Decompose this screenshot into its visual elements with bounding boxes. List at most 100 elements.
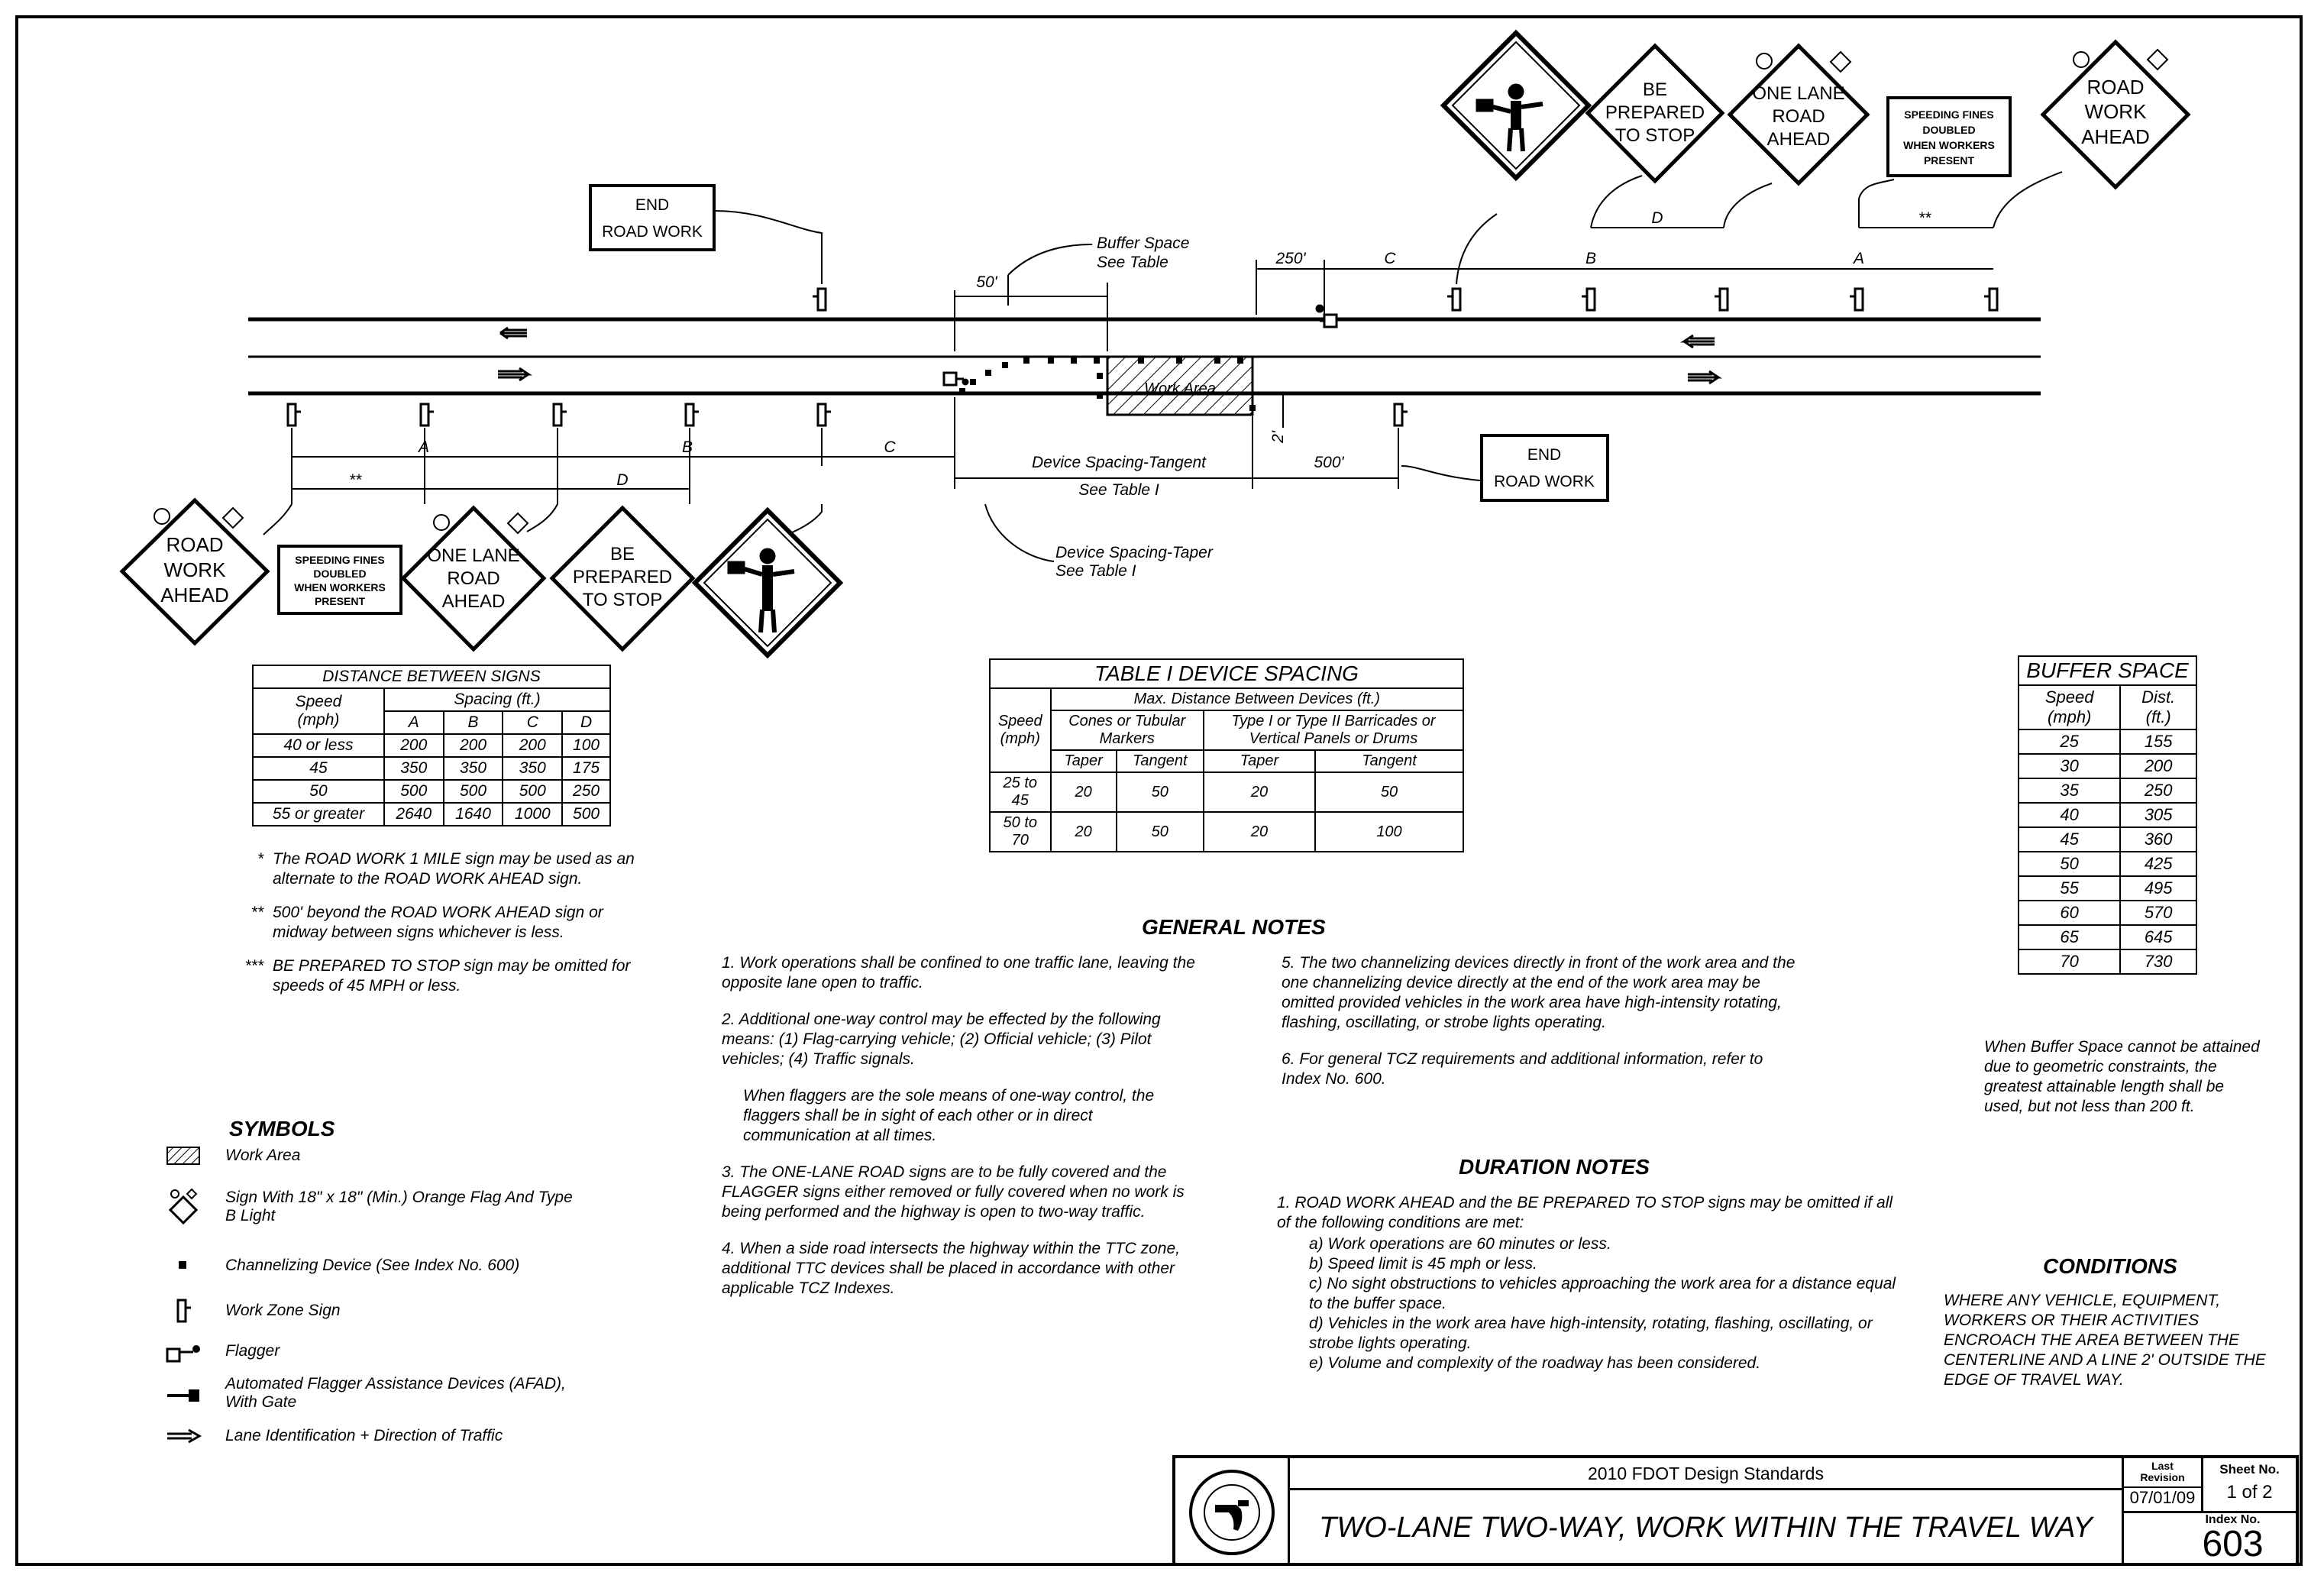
svg-text:ROAD WORK: ROAD WORK bbox=[1494, 473, 1595, 490]
sheet-title: TWO-LANE TWO-WAY, WORK WITHIN THE TRAVEL… bbox=[1290, 1490, 2124, 1566]
sign-road-work-ahead-bottom: ROAD WORK AHEAD bbox=[119, 497, 270, 646]
arrow-westbound-left bbox=[499, 326, 527, 340]
speed-header: Speed(mph) bbox=[989, 687, 1052, 773]
sign-one-lane-road-ahead-bottom: ONE LANE ROAD AHEAD bbox=[400, 505, 547, 652]
svg-text:AHEAD: AHEAD bbox=[160, 584, 229, 607]
hatch-icon bbox=[164, 1146, 202, 1166]
col-c: C bbox=[502, 710, 564, 735]
svg-text:ROAD: ROAD bbox=[2086, 76, 2144, 99]
sign-end-road-work-bottom: END ROAD WORK bbox=[1480, 434, 1609, 502]
fdot-seal-icon bbox=[1188, 1469, 1275, 1555]
dimension-lines-bottom bbox=[291, 393, 1399, 504]
sheet-number: Sheet No. 1 of 2 bbox=[2203, 1458, 2296, 1513]
svg-text:END: END bbox=[635, 196, 669, 214]
work-zone-sign-icon bbox=[164, 1299, 202, 1323]
sign-speeding-fines-bottom: SPEEDING FINES DOUBLED WHEN WORKERS PRES… bbox=[277, 545, 402, 615]
label-500: 500' bbox=[1314, 454, 1344, 471]
general-notes-right: 5. The two channelizing devices directly… bbox=[1282, 954, 1796, 1088]
fdot-seal bbox=[1175, 1458, 1290, 1566]
label-2ft: 2' bbox=[1269, 430, 1287, 444]
cones-header: Cones or Tubular Markers bbox=[1049, 710, 1204, 751]
svg-text:END: END bbox=[1527, 446, 1561, 464]
sign-end-road-work-top: END ROAD WORK bbox=[589, 184, 716, 251]
afad-gate-icon bbox=[164, 1380, 202, 1406]
symbol-work-area: Work Area bbox=[164, 1146, 300, 1166]
general-notes-title: GENERAL NOTES bbox=[1142, 915, 1326, 939]
channelizing-device-icon bbox=[164, 1258, 202, 1273]
flagger-icon bbox=[164, 1338, 202, 1364]
svg-text:TO STOP: TO STOP bbox=[1615, 125, 1695, 146]
dim-d-top: D bbox=[1651, 209, 1663, 227]
device-spacing-table: TABLE I DEVICE SPACING Speed(mph) Max. D… bbox=[989, 658, 1465, 852]
svg-text:ONE LANE: ONE LANE bbox=[427, 545, 519, 566]
index-number: Index No. 603 bbox=[2202, 1513, 2264, 1564]
svg-text:PRESENT: PRESENT bbox=[315, 595, 366, 607]
sign-with-flag-icon bbox=[164, 1188, 202, 1226]
symbol-sign-flag-light: Sign With 18" x 18" (Min.) Orange Flag A… bbox=[164, 1188, 577, 1226]
speed-header: Speed(mph) bbox=[252, 687, 385, 735]
sign-speeding-fines-top: SPEEDING FINES DOUBLED WHEN WORKERS PRES… bbox=[1886, 96, 2012, 177]
svg-text:ONE LANE: ONE LANE bbox=[1752, 83, 1844, 104]
symbol-channelizing-device: Channelizing Device (See Index No. 600) bbox=[164, 1257, 519, 1275]
work-area-label: Work Area bbox=[1144, 380, 1216, 397]
general-notes-left: 1. Work operations shall be confined to … bbox=[722, 954, 1195, 1297]
flagger-west bbox=[942, 371, 969, 387]
table-title: DISTANCE BETWEEN SIGNS bbox=[252, 665, 611, 689]
lane-arrow-icon bbox=[164, 1427, 202, 1445]
symbol-flagger: Flagger bbox=[164, 1338, 280, 1364]
symbol-afad: Automated Flagger Assistance Devices (AF… bbox=[164, 1375, 577, 1412]
col-a: A bbox=[383, 710, 444, 735]
dimension-lines-top bbox=[954, 227, 1993, 351]
table-title: TABLE I DEVICE SPACING bbox=[989, 658, 1464, 689]
sign-flagger-ahead-top bbox=[1440, 29, 1592, 182]
duration-notes-title: DURATION NOTES bbox=[1459, 1155, 1650, 1179]
symbol-lane-identification: Lane Identification + Direction of Traff… bbox=[164, 1427, 503, 1445]
label-see-table: See Table bbox=[1097, 254, 1168, 271]
label-250: 250' bbox=[1275, 250, 1306, 267]
spacing-header: Spacing (ft.) bbox=[383, 687, 612, 712]
svg-text:WHEN WORKERS: WHEN WORKERS bbox=[1903, 139, 1995, 151]
svg-text:ROAD: ROAD bbox=[166, 533, 223, 556]
svg-text:PREPARED: PREPARED bbox=[573, 567, 672, 587]
buffer-space-note: When Buffer Space cannot be attained due… bbox=[1984, 1038, 2260, 1115]
conditions-text: WHERE ANY VEHICLE, EQUIPMENT, WORKERS OR… bbox=[1944, 1292, 2266, 1389]
dim-b-top: B bbox=[1585, 250, 1596, 267]
svg-text:WORK: WORK bbox=[2085, 100, 2148, 123]
svg-text:PREPARED: PREPARED bbox=[1605, 102, 1705, 123]
table-title: BUFFER SPACE bbox=[2018, 655, 2197, 686]
label-50: 50' bbox=[976, 273, 997, 291]
svg-text:ROAD: ROAD bbox=[447, 568, 499, 589]
svg-text:DOUBLED: DOUBLED bbox=[313, 568, 366, 580]
svg-text:WHEN WORKERS: WHEN WORKERS bbox=[294, 581, 386, 594]
label-buffer-space: Buffer Space bbox=[1097, 235, 1189, 252]
dim-d-bottom: D bbox=[616, 471, 628, 489]
sign-be-prepared-bottom: BE PREPARED TO STOP bbox=[549, 505, 696, 652]
duration-notes: 1. ROAD WORK AHEAD and the BE PREPARED T… bbox=[1277, 1194, 1896, 1372]
dim-c-bottom: C bbox=[884, 438, 896, 456]
title-block: 2010 FDOT Design Standards TWO-LANE TWO-… bbox=[1172, 1455, 2299, 1566]
label-device-spacing-taper: Device Spacing-Taper bbox=[1055, 544, 1214, 561]
footnote-2: **500' beyond the ROAD WORK AHEAD sign o… bbox=[251, 904, 603, 941]
label-see-table-i: See Table I bbox=[1078, 481, 1159, 499]
svg-text:BE: BE bbox=[610, 544, 635, 564]
max-distance-header: Max. Distance Between Devices (ft.) bbox=[1049, 687, 1465, 711]
svg-text:WORK: WORK bbox=[164, 558, 227, 581]
footnote-3: ***BE PREPARED TO STOP sign may be omitt… bbox=[244, 957, 631, 995]
speed-header: Speed(mph) bbox=[2017, 684, 2122, 730]
dim-b-bottom: B bbox=[682, 438, 693, 456]
dim-a-bottom: A bbox=[417, 438, 429, 456]
dim-a-top: A bbox=[1852, 250, 1864, 267]
svg-text:SPEEDING FINES: SPEEDING FINES bbox=[295, 554, 384, 566]
svg-text:ROAD WORK: ROAD WORK bbox=[602, 223, 703, 241]
svg-text:AHEAD: AHEAD bbox=[442, 591, 506, 612]
dist-header: Dist.(ft.) bbox=[2119, 684, 2197, 730]
